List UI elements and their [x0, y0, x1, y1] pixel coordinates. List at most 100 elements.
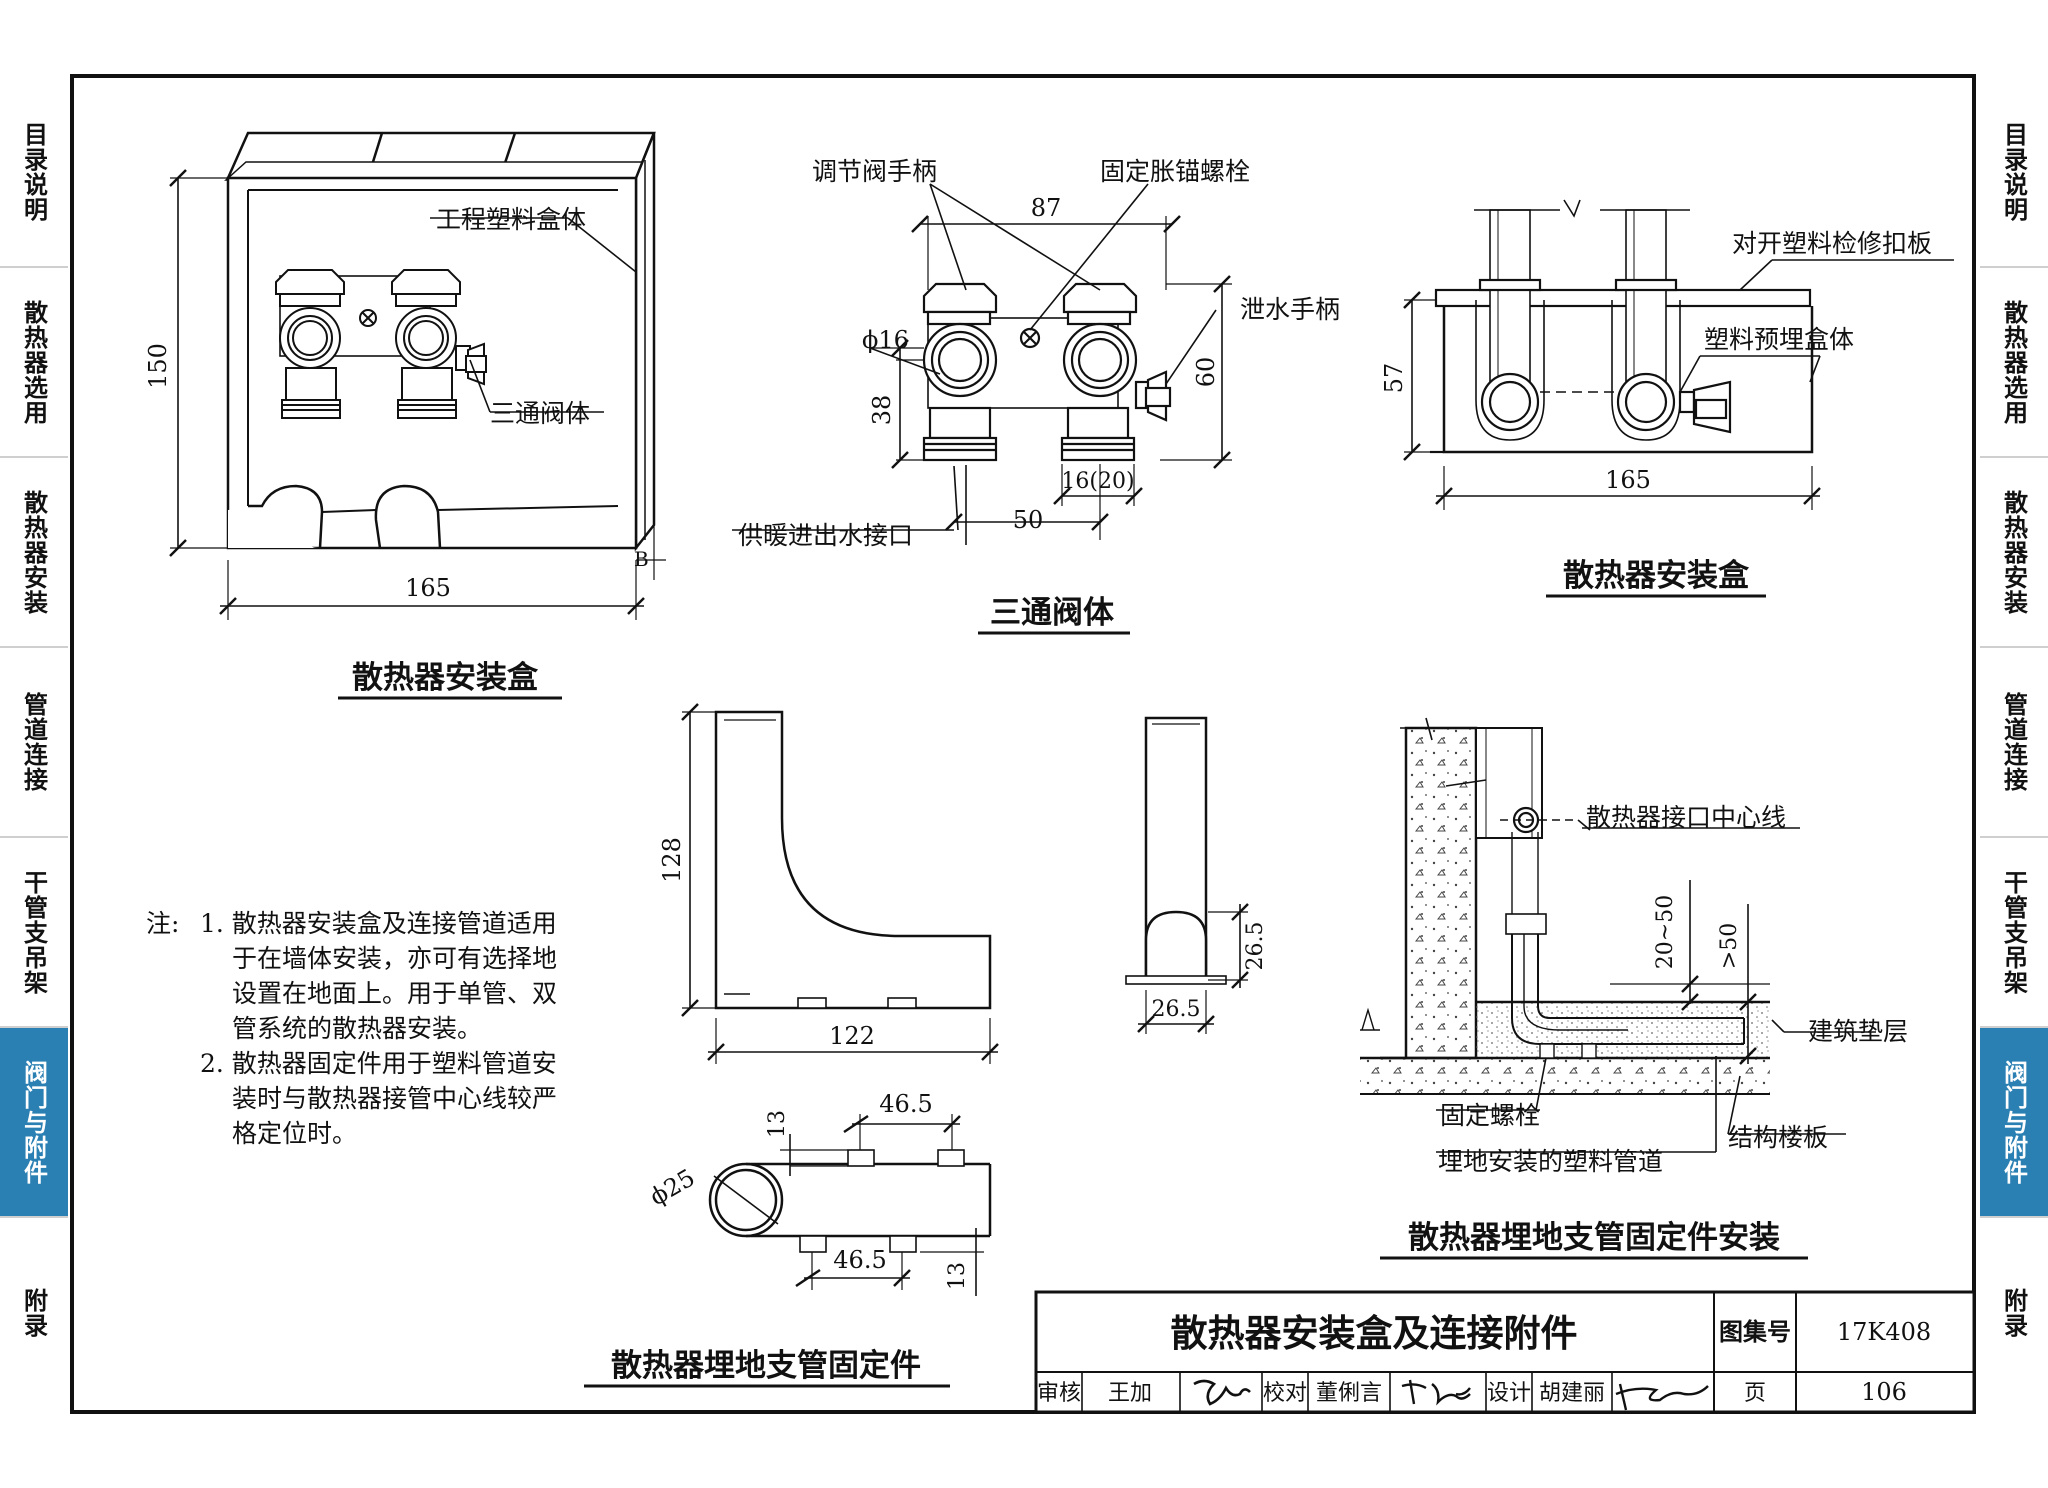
label-plastic-box-body: 工程塑料盒体	[436, 205, 586, 234]
note-2-line-2: 装时与散热器接管中心线较严	[232, 1084, 557, 1113]
drawing-frame	[70, 74, 1976, 1414]
check-label: 校对	[1263, 1381, 1307, 1406]
caption-fig2: 三通阀体	[990, 595, 1114, 631]
side-tab-valves-accessories[interactable]: 阀门与附件	[0, 1028, 68, 1218]
dim-165-fig3: 165	[1605, 466, 1651, 494]
dim-b: B	[634, 547, 649, 571]
note-2-line-1: 2. 散热器固定件用于塑料管道安	[200, 1049, 557, 1078]
side-tab-radiator-selection[interactable]: 散热器选用	[1980, 268, 2048, 458]
side-tab-contents[interactable]: 目录说明	[1980, 78, 2048, 268]
side-tab-label: 管道连接	[1999, 692, 2028, 792]
side-tab-label: 目录说明	[19, 122, 48, 222]
label-anchor-bolt: 固定胀锚螺栓	[1100, 157, 1250, 186]
side-tab-appendix[interactable]: 附录	[1980, 1218, 2048, 1408]
dim-60: 60	[1192, 357, 1220, 388]
label-inout-port: 供暖进出水接口	[738, 521, 913, 550]
dim-150: 150	[144, 343, 172, 389]
side-tab-radiator-installation[interactable]: 散热器安装	[0, 458, 68, 648]
note-1-line-2: 于在墙体安装，亦可有选择地	[232, 944, 557, 973]
dim-46-5-top: 46.5	[879, 1090, 932, 1118]
side-tab-label: 附录	[1999, 1288, 2028, 1338]
designer-name: 胡建丽	[1539, 1381, 1605, 1406]
side-tab-radiator-selection[interactable]: 散热器选用	[0, 268, 68, 458]
valve-body-fig1	[275, 269, 487, 419]
dim-16-20: 16(20)	[1061, 469, 1134, 494]
review-label: 审核	[1037, 1381, 1081, 1406]
page-label: 页	[1744, 1381, 1766, 1406]
side-tab-pipe-connection[interactable]: 管道连接	[0, 648, 68, 838]
dim-phi25: ϕ25	[645, 1163, 700, 1211]
label-building-layer: 建筑垫层	[1808, 1017, 1908, 1046]
side-tab-radiator-installation[interactable]: 散热器安装	[1980, 458, 2048, 648]
side-tab-main-pipe-supports[interactable]: 干管支吊架	[1980, 838, 2048, 1028]
dim-87: 87	[1031, 194, 1062, 222]
side-tab-label: 阀门与附件	[1999, 1059, 2028, 1185]
side-tab-label: 干管支吊架	[1999, 869, 2028, 995]
side-tab-label: 附录	[19, 1288, 48, 1338]
notes-prefix: 注:	[146, 909, 179, 938]
note-1-line-3: 设置在地面上。用于单管、双	[232, 979, 557, 1008]
note-1-line-1: 1. 散热器安装盒及连接管道适用	[200, 909, 557, 938]
design-label: 设计	[1487, 1381, 1531, 1406]
caption-fig5: 散热器埋地支管固定件安装	[1408, 1220, 1780, 1256]
label-buried-pipe: 埋地安装的塑料管道	[1438, 1147, 1663, 1176]
dim-phi16: ϕ16	[862, 326, 909, 354]
dim-13-top: 13	[765, 1110, 790, 1138]
dim-46-5-bottom: 46.5	[833, 1246, 886, 1274]
note-1-line-4: 管系统的散热器安装。	[232, 1014, 482, 1043]
dim-20-50: 20~50	[1653, 895, 1678, 969]
dim-26-5-horizontal: 26.5	[1152, 997, 1201, 1022]
caption-fig4: 散热器埋地支管固定件	[611, 1348, 921, 1384]
side-tab-pipe-connection[interactable]: 管道连接	[1980, 648, 2048, 838]
reviewer-name: 王加	[1108, 1381, 1152, 1406]
side-tab-label: 阀门与附件	[19, 1059, 48, 1185]
caption-fig1: 散热器安装盒	[352, 660, 539, 696]
label-radiator-center-line: 散热器接口中心线	[1586, 803, 1786, 832]
dim-38: 38	[868, 395, 896, 426]
side-tab-main-pipe-supports[interactable]: 干管支吊架	[0, 838, 68, 1028]
label-structural-slab: 结构楼板	[1728, 1123, 1828, 1152]
caption-fig3: 散热器安装盒	[1563, 558, 1750, 594]
dim-gt50: >50	[1717, 923, 1742, 969]
label-tee-valve: 三通阀体	[490, 399, 590, 428]
notes: 注: 1. 散热器安装盒及连接管道适用 于在墙体安装，亦可有选择地 设置在地面上…	[146, 909, 557, 1148]
dim-50-fig2: 50	[1013, 506, 1044, 534]
signature-designer	[1615, 1383, 1709, 1411]
figure-floor-section	[1360, 718, 1876, 1153]
page-number: 106	[1861, 1378, 1907, 1406]
label-adjust-handle: 调节阀手柄	[812, 157, 937, 186]
dim-57: 57	[1380, 363, 1408, 394]
side-tab-label: 管道连接	[19, 692, 48, 792]
side-tab-label: 散热器安装	[1999, 489, 2028, 615]
drawing-title: 散热器安装盒及连接附件	[1171, 1312, 1578, 1355]
label-embedded-box: 塑料预埋盒体	[1704, 325, 1854, 354]
side-tab-valves-accessories[interactable]: 阀门与附件	[1980, 1028, 2048, 1218]
label-drain-handle: 泄水手柄	[1240, 295, 1340, 324]
side-tab-label: 散热器选用	[1999, 299, 2028, 425]
dim-165-fig1: 165	[405, 574, 451, 602]
note-2-line-3: 格定位时。	[232, 1119, 357, 1148]
atlas-number: 17K408	[1837, 1318, 1931, 1346]
side-tab-label: 干管支吊架	[19, 869, 48, 995]
dim-26-5-vertical: 26.5	[1243, 922, 1268, 971]
figure-install-box-iso	[169, 131, 666, 620]
signature-checker	[1401, 1379, 1471, 1406]
label-fixing-bolt: 固定螺栓	[1440, 1101, 1540, 1130]
dim-122: 122	[829, 1022, 875, 1050]
label-split-cover: 对开塑料检修扣板	[1732, 229, 1932, 258]
atlas-label: 图集号	[1719, 1318, 1791, 1346]
side-tab-label: 散热器选用	[19, 299, 48, 425]
side-tab-contents[interactable]: 目录说明	[0, 78, 68, 268]
dim-128: 128	[658, 837, 686, 883]
side-tab-label: 目录说明	[1999, 122, 2028, 222]
side-tab-appendix[interactable]: 附录	[0, 1218, 68, 1408]
checker-name: 董俐言	[1316, 1381, 1382, 1406]
title-block	[1034, 1290, 1976, 1414]
dim-13-bottom: 13	[945, 1262, 970, 1290]
figure-install-box-section	[1403, 199, 1954, 510]
figure-tee-valve	[732, 183, 1232, 545]
side-tab-label: 散热器安装	[19, 489, 48, 615]
figure-fixing-piece	[681, 703, 1249, 1296]
